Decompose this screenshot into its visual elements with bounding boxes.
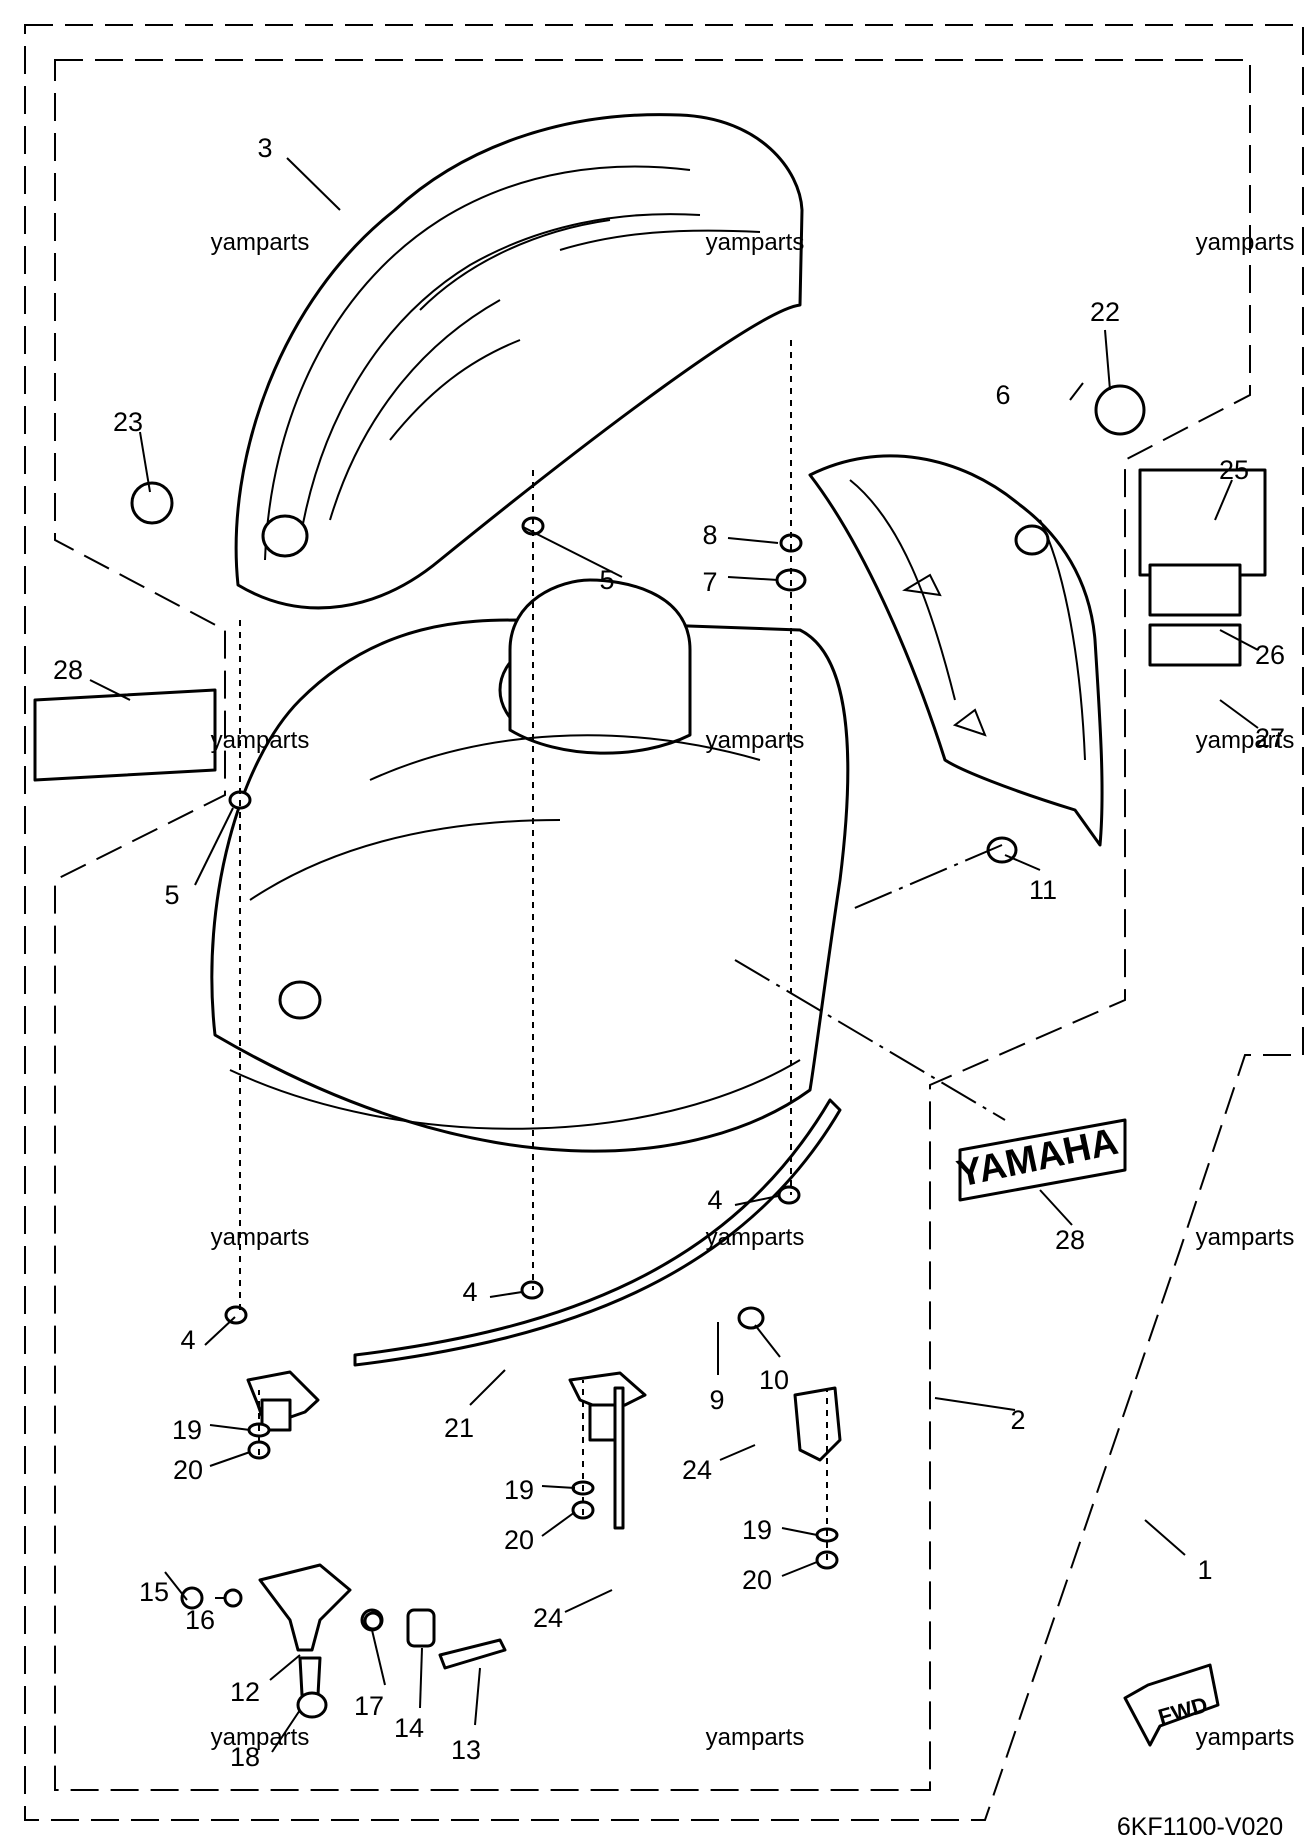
callout-28: 28 bbox=[1055, 1225, 1085, 1255]
watermark: yamparts bbox=[706, 229, 805, 256]
callout-17: 17 bbox=[354, 1691, 384, 1721]
leader-line-4 bbox=[204, 1316, 236, 1346]
watermark: yamparts bbox=[706, 1724, 805, 1751]
leader-line-20 bbox=[781, 1561, 818, 1577]
callout-15: 15 bbox=[139, 1577, 169, 1607]
leader-line-28 bbox=[1039, 1189, 1073, 1226]
watermarks: yamparts yamparts yamparts yamparts yamparts… bbox=[211, 229, 1295, 1751]
callout-24: 24 bbox=[533, 1603, 563, 1633]
callout-14: 14 bbox=[394, 1713, 424, 1743]
callout-13: 13 bbox=[451, 1735, 481, 1765]
leader-line-20 bbox=[209, 1451, 251, 1467]
callout-6: 6 bbox=[995, 380, 1010, 410]
seal-strip bbox=[353, 1098, 842, 1367]
alignment-lines bbox=[239, 340, 1006, 1560]
leader-line-19 bbox=[541, 1485, 576, 1489]
watermark: yamparts bbox=[706, 1224, 805, 1251]
leader-line-3 bbox=[286, 157, 341, 211]
leader-line-23 bbox=[139, 431, 151, 493]
leader-line-6 bbox=[1069, 382, 1084, 401]
leader-line-26 bbox=[1219, 629, 1259, 651]
leader-line-21 bbox=[469, 1369, 506, 1406]
callout-19: 19 bbox=[172, 1415, 202, 1445]
top-cover bbox=[234, 113, 804, 610]
callout-25: 25 bbox=[1219, 455, 1249, 485]
watermark: yamparts bbox=[211, 1224, 310, 1251]
callout-20: 20 bbox=[173, 1455, 203, 1485]
callout-20: 20 bbox=[742, 1565, 772, 1595]
leader-line-5 bbox=[522, 526, 623, 578]
callout-18: 18 bbox=[230, 1742, 260, 1772]
fwd-arrow: FWD bbox=[1123, 1663, 1220, 1747]
leader-line-22 bbox=[1104, 329, 1111, 391]
callout-9: 9 bbox=[709, 1385, 724, 1415]
side-panel bbox=[808, 454, 1104, 847]
callout-19: 19 bbox=[504, 1475, 534, 1505]
callout-3: 3 bbox=[257, 133, 272, 163]
latch-right bbox=[793, 1386, 842, 1462]
watermark: yamparts bbox=[1196, 229, 1295, 256]
leader-line-7 bbox=[727, 576, 779, 581]
callout-8: 8 bbox=[702, 520, 717, 550]
callout-11: 11 bbox=[1029, 875, 1057, 905]
callout-28: 28 bbox=[53, 655, 83, 685]
watermark: yamparts bbox=[706, 727, 805, 754]
leader-line-24 bbox=[719, 1444, 756, 1461]
callout-27: 27 bbox=[1255, 723, 1285, 753]
callout-23: 23 bbox=[113, 407, 143, 437]
leader-line-8 bbox=[727, 537, 779, 544]
leader-line-20 bbox=[541, 1511, 576, 1537]
leader-line-13 bbox=[474, 1667, 481, 1726]
callout-4: 4 bbox=[707, 1185, 722, 1215]
watermark: yamparts bbox=[211, 1724, 310, 1751]
callout-4: 4 bbox=[180, 1325, 195, 1355]
callout-5: 5 bbox=[164, 880, 179, 910]
leader-line-24 bbox=[564, 1589, 613, 1613]
callout-20: 20 bbox=[504, 1525, 534, 1555]
leader-lines bbox=[89, 157, 1259, 1753]
leader-line-14 bbox=[419, 1647, 423, 1709]
latch-center bbox=[568, 1371, 647, 1530]
watermark: yamparts bbox=[211, 727, 310, 754]
callout-5: 5 bbox=[599, 565, 614, 595]
leader-line-4 bbox=[734, 1195, 779, 1206]
watermark: yamparts bbox=[1196, 1224, 1295, 1251]
leader-line-12 bbox=[269, 1654, 301, 1681]
leader-line-28 bbox=[89, 679, 131, 701]
callout-10: 10 bbox=[759, 1365, 789, 1395]
leader-line-5 bbox=[194, 807, 234, 886]
watermark: yamparts bbox=[1196, 1724, 1295, 1751]
callout-19: 19 bbox=[742, 1515, 772, 1545]
bottom-cowling bbox=[210, 578, 850, 1153]
leader-line-2 bbox=[934, 1397, 1016, 1411]
leader-line-1 bbox=[1144, 1519, 1186, 1556]
callout-21: 21 bbox=[444, 1413, 474, 1443]
leader-line-17 bbox=[371, 1629, 386, 1686]
callout-labels: 1234445567891011121314151617181919192020… bbox=[53, 133, 1285, 1772]
callout-24: 24 bbox=[682, 1455, 712, 1485]
leader-line-10 bbox=[754, 1324, 781, 1358]
watermark: yamparts bbox=[211, 229, 310, 256]
callout-4: 4 bbox=[462, 1277, 477, 1307]
callout-22: 22 bbox=[1090, 297, 1120, 327]
assembly-boundary-outer bbox=[24, 24, 1304, 1821]
callout-1: 1 bbox=[1197, 1555, 1212, 1585]
assembly-boundary-inner bbox=[54, 59, 1251, 1791]
callout-16: 16 bbox=[185, 1605, 215, 1635]
leader-line-18 bbox=[271, 1709, 301, 1753]
leader-line-19 bbox=[209, 1424, 251, 1431]
figure-code: 6KF1100-V020 bbox=[1117, 1813, 1283, 1841]
leader-line-4 bbox=[489, 1291, 523, 1298]
callout-7: 7 bbox=[702, 567, 717, 597]
callout-12: 12 bbox=[230, 1677, 260, 1707]
leader-line-19 bbox=[781, 1527, 818, 1536]
callout-26: 26 bbox=[1255, 640, 1285, 670]
leader-line-11 bbox=[1004, 854, 1041, 871]
leader-line-27 bbox=[1219, 699, 1259, 729]
leader-line-25 bbox=[1214, 479, 1233, 521]
watermark: yamparts bbox=[1196, 727, 1295, 754]
leader-line-15 bbox=[164, 1571, 188, 1601]
callout-2: 2 bbox=[1010, 1405, 1025, 1435]
